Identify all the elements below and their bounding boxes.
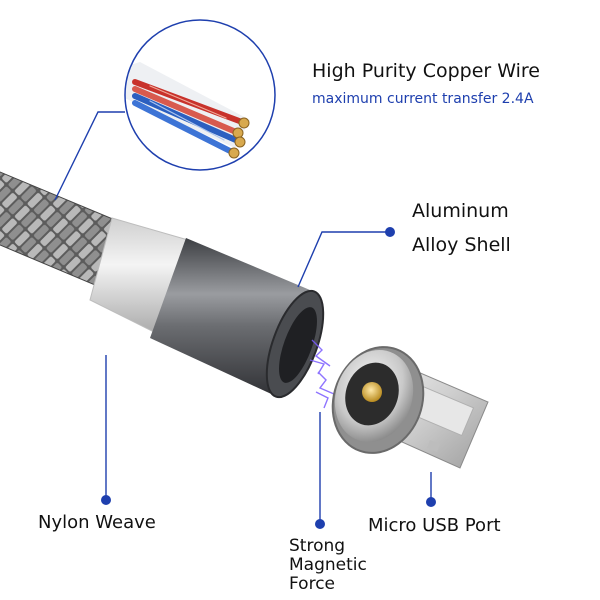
aluminum-shell (150, 238, 325, 399)
current-transfer-label: maximum current transfer 2.4A (312, 91, 534, 107)
callout-lines (54, 111, 432, 520)
callout-dots (101, 227, 436, 529)
aluminum-label-line2: Alloy Shell (412, 234, 511, 256)
micro-usb-head (331, 346, 489, 469)
magnetic-spark (309, 339, 335, 409)
aluminum-label-line1: Aluminum (412, 200, 509, 222)
copper-wire-label: High Purity Copper Wire (312, 60, 540, 82)
micro-usb-label: Micro USB Port (368, 515, 501, 536)
copper-wire-inset (124, 19, 276, 171)
magnetic-force-label: Strong Magnetic Force (289, 536, 367, 594)
nylon-weave-label: Nylon Weave (38, 512, 156, 533)
